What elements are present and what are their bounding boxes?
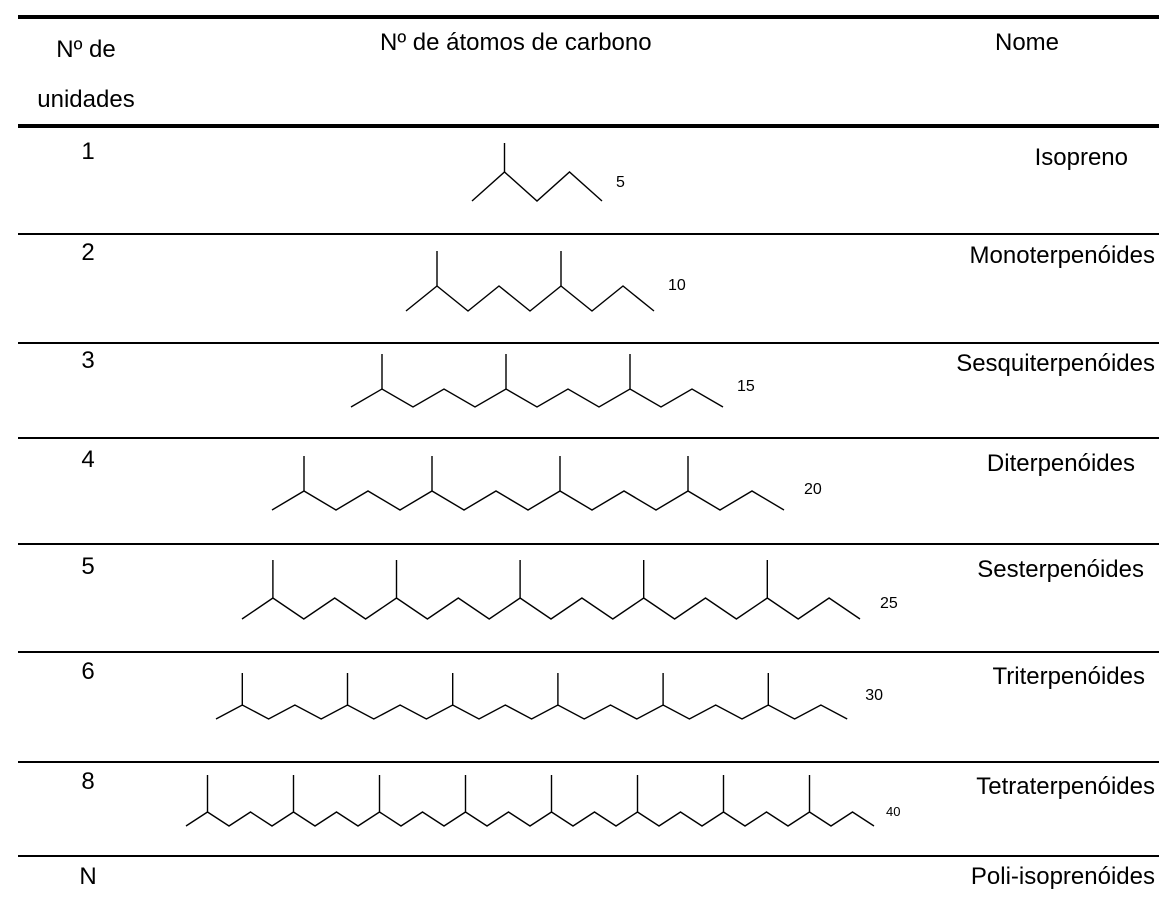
row-name: Tetraterpenóides <box>976 773 1155 800</box>
row-name: Monoterpenóides <box>969 242 1155 269</box>
row-units: 6 <box>81 658 95 685</box>
row-units: 2 <box>81 239 95 266</box>
row-units: 5 <box>81 553 95 580</box>
row-divider <box>18 233 1159 235</box>
row-name: Isopreno <box>1034 144 1128 171</box>
header-bottom-rule <box>18 124 1159 128</box>
carbon-count-label: 5 <box>616 174 625 191</box>
carbon-count-label: 20 <box>804 481 822 498</box>
row-divider <box>18 651 1159 653</box>
row-divider <box>18 855 1159 857</box>
row-divider <box>18 342 1159 344</box>
carbon-count-label: 25 <box>880 595 898 612</box>
header-name: Nome <box>995 29 1060 56</box>
row-divider <box>18 761 1159 763</box>
row-units: 1 <box>81 138 95 165</box>
header-units: Nº de unidades <box>37 36 135 113</box>
row-divider <box>18 437 1159 439</box>
carbon-count-label: 40 <box>886 804 900 819</box>
row-units: 4 <box>81 446 95 473</box>
row-name: Poli-isoprenóides <box>970 863 1155 890</box>
header-carbon-atoms: Nº de átomos de carbono <box>380 29 652 56</box>
row-name: Diterpenóides <box>986 450 1135 477</box>
row-units: N <box>79 863 97 890</box>
carbon-count-label: 30 <box>865 687 883 704</box>
row-units: 8 <box>81 768 95 795</box>
row-name: Sesterpenóides <box>977 556 1144 583</box>
table-top-rule <box>18 15 1159 19</box>
row-divider <box>18 543 1159 545</box>
row-name: Sesquiterpenóides <box>956 350 1155 377</box>
carbon-count-label: 10 <box>668 277 686 294</box>
row-name: Triterpenóides <box>992 663 1145 690</box>
row-units: 3 <box>81 347 95 374</box>
carbon-count-label: 15 <box>737 378 755 395</box>
